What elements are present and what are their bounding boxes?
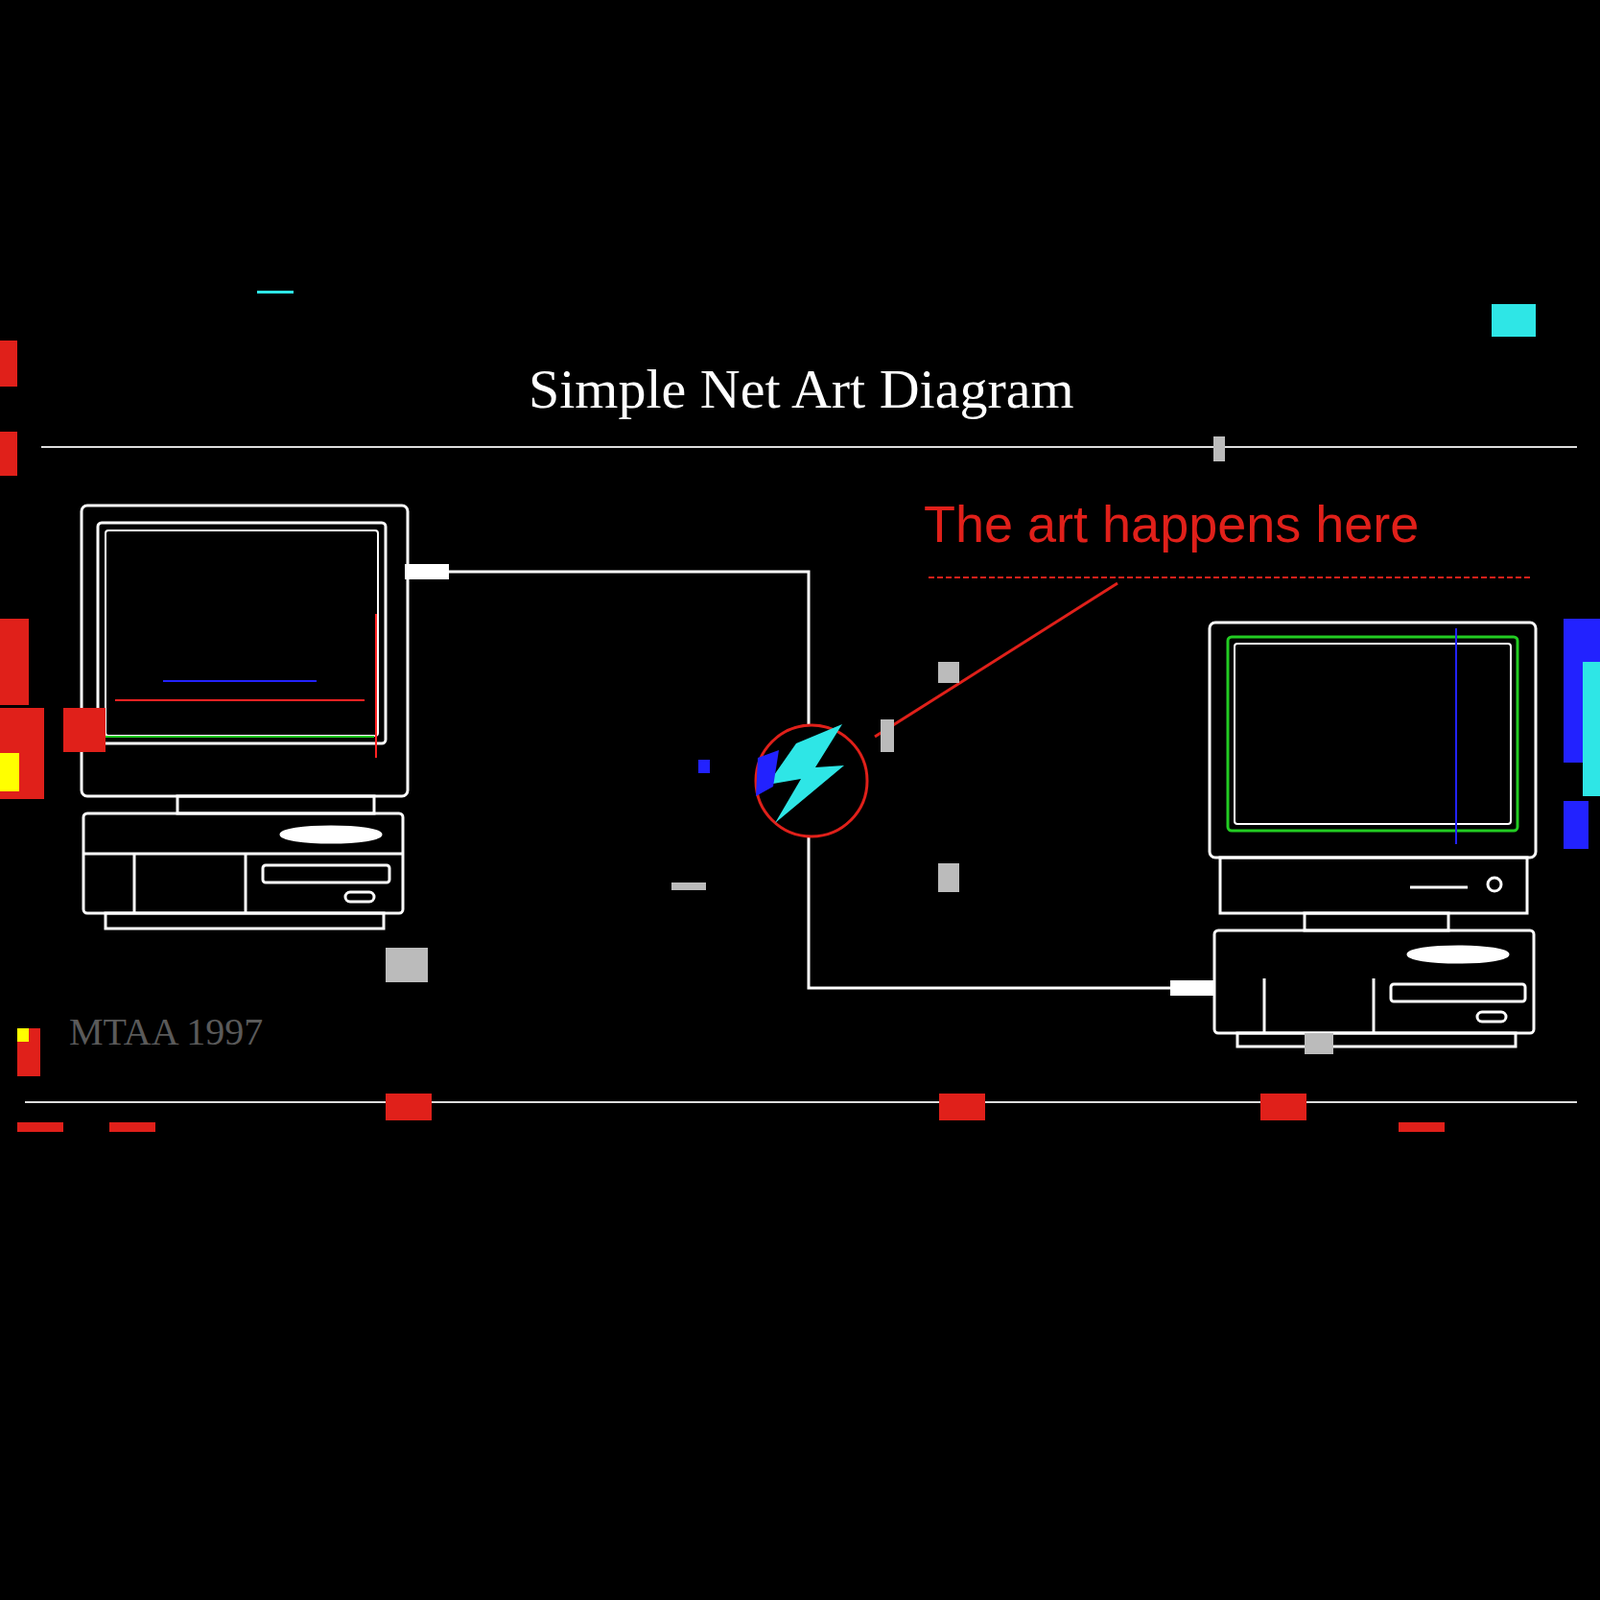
leader-line	[874, 583, 1118, 737]
label-underline	[928, 576, 1531, 579]
title: Simple Net Art Diagram	[528, 356, 1075, 422]
credit-note: MTAA 1997	[69, 1009, 263, 1055]
computer-right	[1209, 622, 1536, 1047]
rules	[24, 447, 1577, 1103]
lightning-node	[755, 724, 868, 837]
art-callout: The art happens here	[923, 494, 1419, 554]
network-wire	[404, 564, 1215, 996]
computer-left	[81, 505, 408, 929]
glitch-blocks	[0, 290, 1600, 1132]
